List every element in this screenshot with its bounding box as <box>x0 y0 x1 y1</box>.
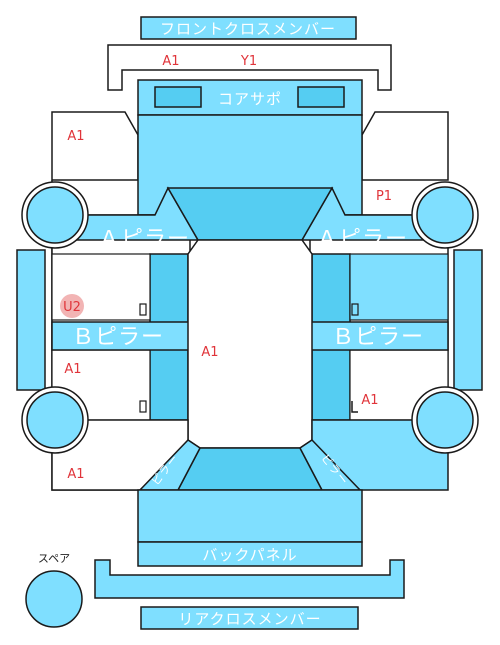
b-pillar-right[interactable]: Ｂピラー <box>309 321 449 351</box>
code-front-right-body: P1 <box>376 189 392 204</box>
code-front-upper-left: A1 <box>162 54 179 69</box>
wheel-front-right[interactable] <box>411 181 479 249</box>
core-support-label: コアサポ <box>218 90 282 108</box>
code-rear-left: A1 <box>67 467 84 482</box>
front-cross-member-label: フロントクロスメンバー <box>160 20 336 38</box>
wheel-rear-right[interactable] <box>411 386 479 454</box>
a-pillar-left-label: Ａピラー <box>98 227 190 252</box>
a-pillar-right-label: Ａピラー <box>316 227 408 252</box>
code-front-left-body: A1 <box>67 129 84 144</box>
wheel-rear-left[interactable] <box>21 386 89 454</box>
core-support[interactable]: コアサポ <box>137 79 363 116</box>
b-pillar-left[interactable]: Ｂピラー <box>51 321 191 351</box>
right-front-door[interactable] <box>349 253 449 321</box>
b-pillar-left-label: Ｂピラー <box>72 325 164 350</box>
right-rear-door-handle <box>351 401 358 413</box>
trunk[interactable] <box>137 489 363 543</box>
left-side-skirt[interactable] <box>16 249 46 391</box>
roof[interactable] <box>187 239 313 449</box>
b-pillar-right-label: Ｂピラー <box>332 325 424 350</box>
code-right-lower: A1 <box>361 393 378 408</box>
right-front-inner-panel[interactable] <box>361 111 449 181</box>
rear-window[interactable] <box>176 447 324 491</box>
right-front-door-handle <box>351 303 359 316</box>
code-left-lower: A1 <box>64 362 81 377</box>
code-left-mid: U2 <box>63 300 81 315</box>
spare-label: スペア <box>38 552 70 565</box>
back-panel-label: バックパネル <box>202 546 297 564</box>
rear-cross-member-label: リアクロスメンバー <box>178 610 321 628</box>
left-front-door-handle <box>139 303 147 316</box>
code-front-upper-right: Y1 <box>240 54 257 69</box>
front-bumper-outline <box>107 44 392 91</box>
left-rear-door-handle <box>139 400 147 413</box>
back-panel[interactable]: バックパネル <box>137 541 363 567</box>
code-center: A1 <box>201 345 218 360</box>
rear-bumper-reinforcement[interactable] <box>94 559 405 599</box>
rear-cross-member[interactable]: リアクロスメンバー <box>140 606 359 630</box>
right-side-skirt[interactable] <box>453 249 483 391</box>
left-front-inner-panel[interactable] <box>51 111 139 181</box>
spare-tire[interactable] <box>25 570 83 628</box>
code-badge <box>60 294 84 318</box>
wheel-front-left[interactable] <box>21 181 89 249</box>
front-cross-member[interactable]: フロントクロスメンバー <box>140 16 357 40</box>
